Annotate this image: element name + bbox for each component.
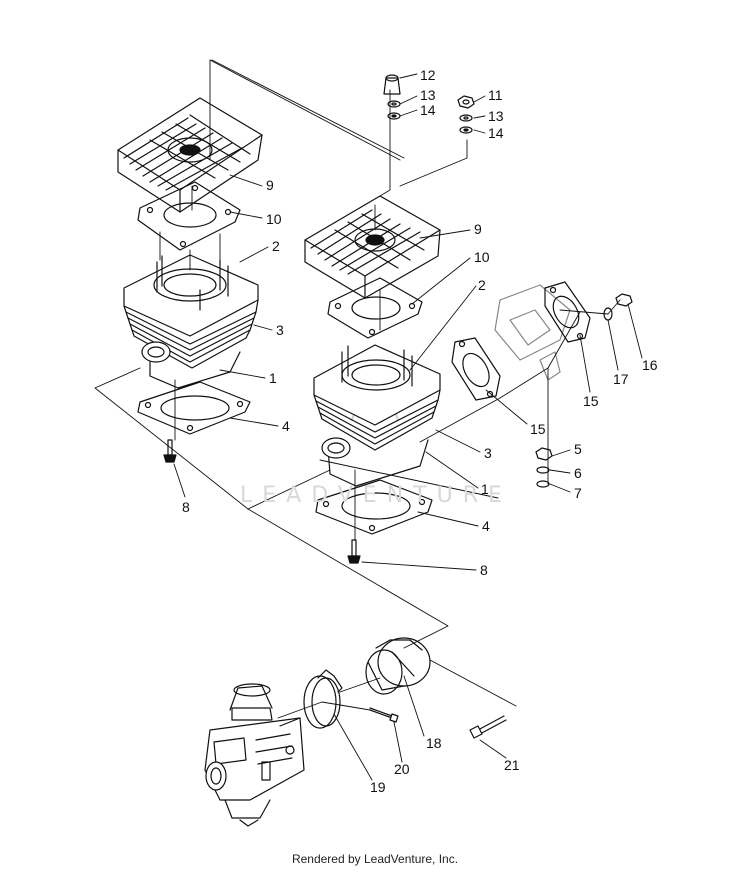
callout-1-left: 1 [269, 370, 277, 386]
footer-credit: Rendered by LeadVenture, Inc. [291, 852, 459, 866]
callout-13-right: 13 [488, 108, 504, 124]
callout-20: 20 [394, 761, 410, 777]
callout-16: 16 [642, 357, 658, 373]
callout-4-left: 4 [282, 418, 290, 434]
lockwasher-6 [536, 466, 550, 474]
callout-2-left: 2 [272, 238, 280, 254]
intake-manifold [494, 284, 571, 381]
callout-1-right: 1 [481, 481, 489, 497]
callout-12: 12 [420, 67, 436, 83]
left-fitting [163, 439, 177, 463]
callout-14-left: 14 [420, 102, 436, 118]
callout-9-right: 9 [474, 221, 482, 237]
callout-4-right: 4 [482, 518, 490, 534]
left-base-gasket [137, 381, 251, 435]
callout-8-left: 8 [182, 499, 190, 515]
callout-14-right: 14 [488, 125, 504, 141]
right-head-gasket [327, 277, 423, 339]
intake-sleeve-18 [365, 637, 431, 695]
left-head-gasket [137, 181, 241, 251]
nut-16 [615, 293, 633, 307]
left-cylinder [123, 254, 259, 389]
assembly-lines [94, 59, 621, 719]
intake-gasket-upper [544, 281, 591, 343]
carburetor [204, 683, 305, 827]
washer-7 [536, 480, 550, 488]
callout-2-right: 2 [478, 277, 486, 293]
clamp-19 [303, 669, 343, 729]
callout-3-left: 3 [276, 322, 284, 338]
callout-10-left: 10 [266, 211, 282, 227]
nut-5 [535, 447, 553, 461]
screw-20 [369, 707, 399, 723]
callout-9-left: 9 [266, 177, 274, 193]
callout-6: 6 [574, 465, 582, 481]
washer-13-right [459, 114, 473, 122]
watermark-text: LEADVENTURE [240, 483, 512, 508]
right-cylinder-head [304, 195, 441, 299]
callout-21: 21 [504, 757, 520, 773]
callout-labels: 12 13 14 11 13 14 9 10 2 3 1 4 8 9 10 2 … [182, 67, 658, 795]
cap-nut-12 [383, 74, 401, 95]
nut-11 [457, 95, 475, 109]
right-cylinder [313, 344, 441, 487]
callout-18: 18 [426, 735, 442, 751]
washer-14-right [459, 126, 473, 134]
right-base-gasket [315, 479, 433, 535]
callout-3-right: 3 [484, 445, 492, 461]
left-cylinder-head [117, 97, 263, 213]
callout-15-upper: 15 [583, 393, 599, 409]
right-fitting [347, 539, 361, 564]
callout-17: 17 [613, 371, 629, 387]
intake-gasket-lower [451, 337, 501, 401]
callout-13-left: 13 [420, 87, 436, 103]
callout-8-right: 8 [480, 562, 488, 578]
callout-10-right: 10 [474, 249, 490, 265]
callout-5: 5 [574, 441, 582, 457]
callout-11: 11 [488, 87, 503, 103]
callout-7: 7 [574, 485, 582, 501]
screw-21 [469, 715, 507, 739]
callout-19: 19 [370, 779, 386, 795]
callout-15-lower: 15 [530, 421, 546, 437]
leader-lines [173, 73, 643, 781]
